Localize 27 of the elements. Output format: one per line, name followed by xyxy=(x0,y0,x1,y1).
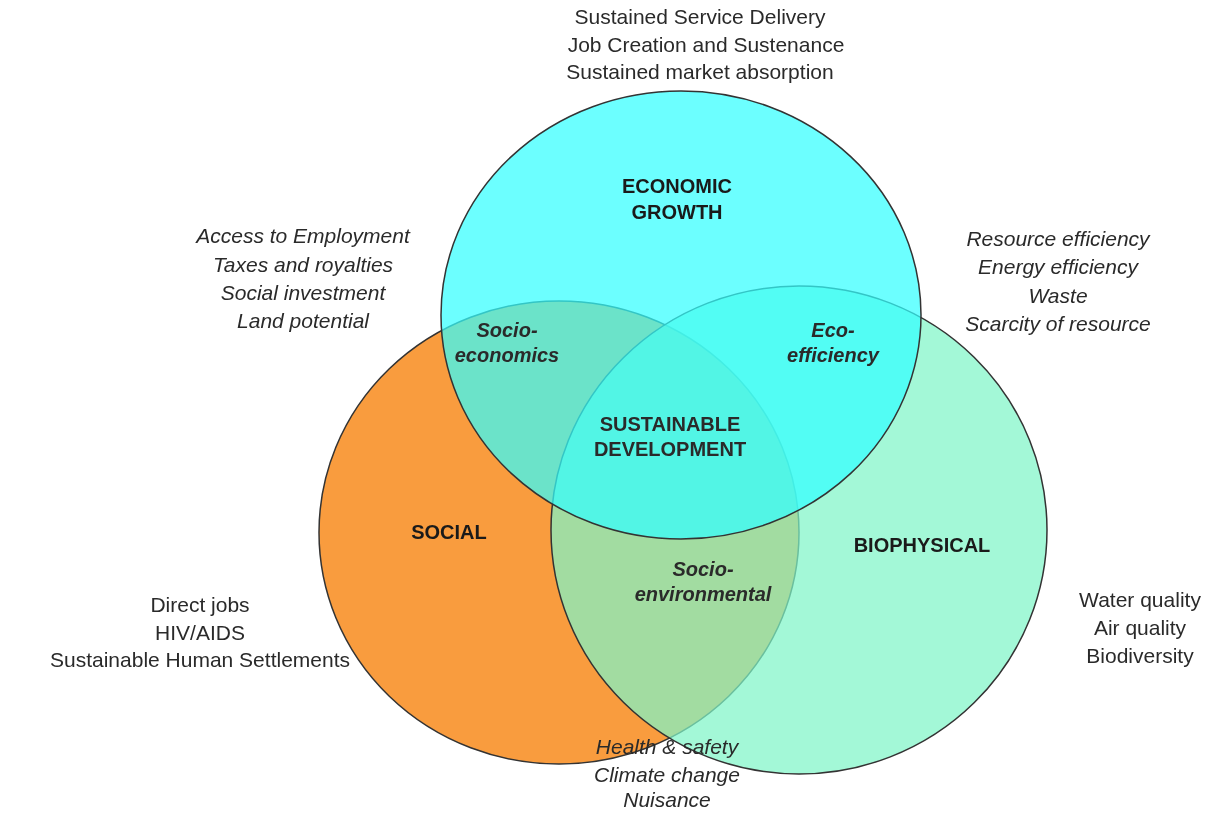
note-text: Nuisance xyxy=(623,786,711,813)
note-text: Sustained market absorption xyxy=(566,58,834,85)
note-text: Scarcity of resource xyxy=(965,310,1151,337)
note-text: Land potential xyxy=(237,307,369,334)
circle-title: ECONOMIC GROWTH xyxy=(621,174,733,225)
note-text: Biodiversity xyxy=(1086,642,1194,669)
note-text: Climate change xyxy=(594,761,740,788)
note-text: Direct jobs xyxy=(150,591,250,618)
note-text: Air quality xyxy=(1093,614,1187,641)
note-text: Social investment xyxy=(220,279,386,306)
region-label: Eco-efficiency xyxy=(786,318,881,368)
note-text: Access to Employment xyxy=(196,222,410,249)
note-text: Sustained Service Delivery xyxy=(574,3,826,30)
circle-title: SOCIAL xyxy=(410,520,488,545)
region-label: SUSTAINABLE DEVELOPMENT xyxy=(592,412,748,462)
note-text: Health & safety xyxy=(595,733,739,760)
region-label: Socio-environmental xyxy=(633,557,773,607)
region-label: Socio-economics xyxy=(453,318,561,368)
note-text: HIV/AIDS xyxy=(155,619,245,646)
note-text: Sustainable Human Settlements xyxy=(50,646,350,673)
note-text: Taxes and royalties xyxy=(212,251,394,278)
note-text: Resource efficiency xyxy=(966,225,1150,252)
note-text: Water quality xyxy=(1079,586,1201,613)
note-text: Job Creation and Sustenance xyxy=(567,31,845,58)
circle-title: BIOPHYSICAL xyxy=(852,533,992,558)
note-text: Waste xyxy=(1028,282,1088,309)
note-text: Energy efficiency xyxy=(978,253,1138,280)
